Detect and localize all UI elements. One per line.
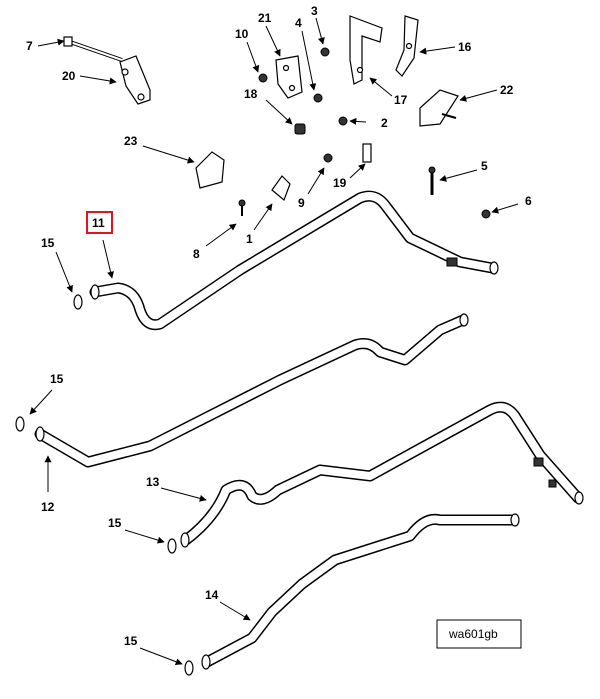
reference-code-box bbox=[436, 619, 522, 649]
callout-15c: 15 bbox=[108, 516, 122, 530]
bolt-6[interactable] bbox=[481, 209, 491, 219]
grommet-18[interactable] bbox=[294, 123, 306, 135]
callout-15b: 15 bbox=[50, 372, 64, 386]
callout-8: 8 bbox=[193, 247, 200, 261]
callout-18: 18 bbox=[244, 87, 258, 101]
bracket-21[interactable] bbox=[275, 55, 303, 99]
bracket-16[interactable] bbox=[395, 15, 419, 77]
hose-11[interactable] bbox=[89, 190, 499, 331]
bracket-23[interactable] bbox=[195, 151, 225, 189]
bolt-5[interactable] bbox=[428, 166, 436, 195]
bolt-3[interactable] bbox=[320, 47, 330, 57]
callout-23: 23 bbox=[124, 134, 138, 148]
callout-11-highlight-box bbox=[86, 211, 113, 234]
callout-13: 13 bbox=[146, 475, 160, 489]
hose-12[interactable] bbox=[34, 313, 469, 468]
bolt-4[interactable] bbox=[313, 93, 323, 103]
clamp-1[interactable] bbox=[271, 175, 291, 202]
o-ring-15a[interactable] bbox=[73, 294, 83, 310]
bracket-17[interactable] bbox=[349, 15, 383, 85]
callout-5: 5 bbox=[481, 159, 488, 173]
nut-10[interactable] bbox=[258, 73, 268, 83]
callout-3: 3 bbox=[311, 4, 318, 18]
callout-17: 17 bbox=[394, 93, 408, 107]
callout-1: 1 bbox=[246, 232, 253, 246]
callout-15a: 15 bbox=[41, 236, 55, 250]
callout-14: 14 bbox=[205, 588, 219, 602]
leader-lines bbox=[29, 17, 519, 666]
spacer-19[interactable] bbox=[362, 143, 372, 163]
long-bolt-7[interactable] bbox=[63, 36, 123, 62]
hose-14[interactable] bbox=[201, 513, 520, 670]
reference-code: wa601gb bbox=[448, 627, 498, 641]
callout-19: 19 bbox=[333, 176, 347, 190]
hose-13[interactable] bbox=[180, 401, 584, 548]
callout-12: 12 bbox=[41, 500, 55, 514]
plate-22[interactable] bbox=[419, 89, 459, 127]
callout-15d: 15 bbox=[124, 634, 138, 648]
bolt-8[interactable] bbox=[238, 199, 246, 216]
callout-21: 21 bbox=[258, 11, 272, 25]
nut-2[interactable] bbox=[338, 116, 348, 126]
callout-9: 9 bbox=[298, 196, 305, 210]
callout-22: 22 bbox=[500, 83, 514, 97]
o-ring-15d[interactable] bbox=[184, 660, 194, 676]
callout-4: 4 bbox=[295, 16, 302, 30]
callout-10: 10 bbox=[235, 27, 249, 41]
bolt-9[interactable] bbox=[323, 153, 333, 163]
callout-6: 6 bbox=[525, 194, 532, 208]
o-ring-15c[interactable] bbox=[167, 538, 177, 554]
callout-20: 20 bbox=[62, 69, 76, 83]
callout-2: 2 bbox=[381, 116, 388, 130]
bracket-20[interactable] bbox=[119, 55, 151, 105]
callout-16: 16 bbox=[458, 40, 472, 54]
callout-7: 7 bbox=[26, 39, 33, 53]
o-ring-15b[interactable] bbox=[15, 416, 25, 432]
callout-11: 11 bbox=[92, 216, 105, 230]
